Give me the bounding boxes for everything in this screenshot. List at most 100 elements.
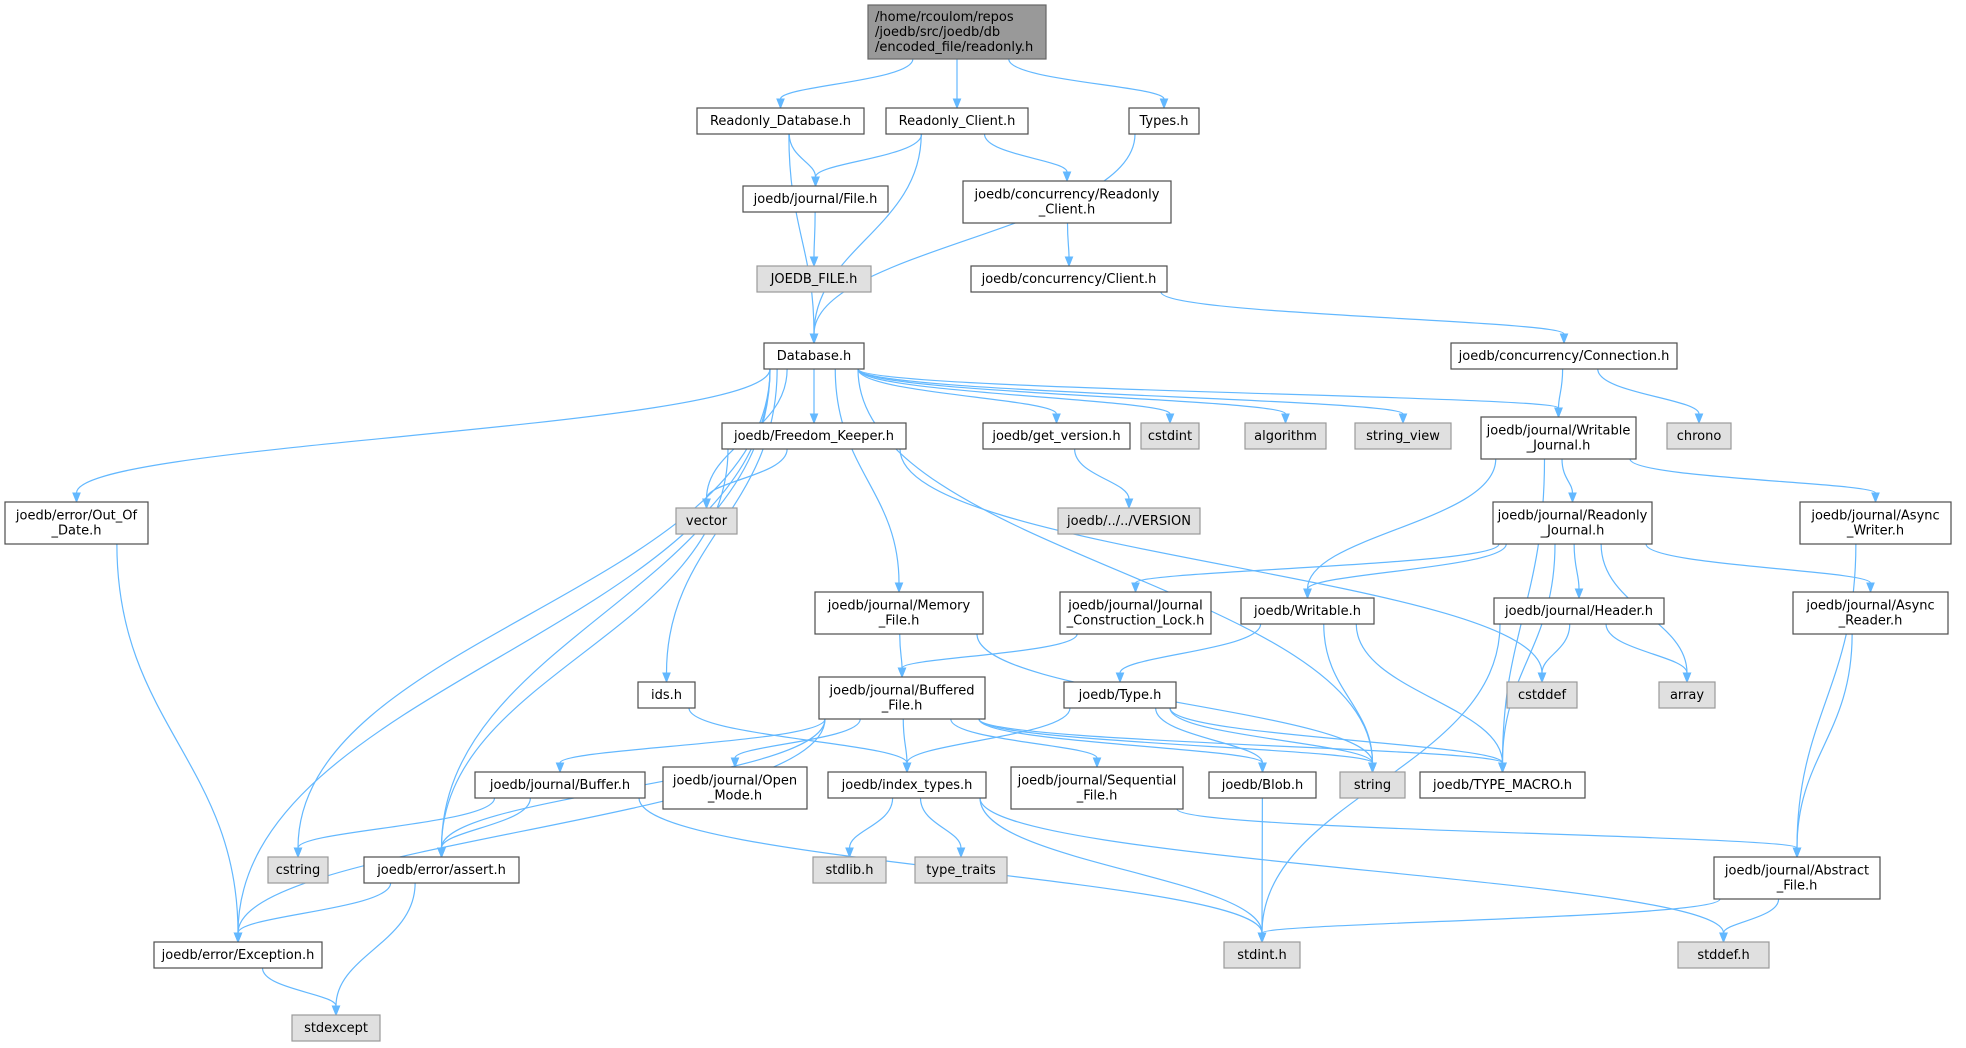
edge-database-to-get-version <box>857 368 1061 425</box>
node-index-types[interactable]: joedb/index_types.h <box>827 771 987 799</box>
edge-writable-journal-to-writable <box>1303 458 1497 600</box>
node-label: cstdint <box>1148 429 1192 444</box>
node-readonly-journal[interactable]: joedb/journal/Readonly_Journal.h <box>1492 501 1653 545</box>
node-stddef[interactable]: stddef.h <box>1677 941 1770 969</box>
node-box <box>637 681 696 709</box>
node-journal-construction-lock[interactable]: joedb/journal/Journal_Construction_Lock.… <box>1059 591 1212 635</box>
node-box <box>970 265 1168 293</box>
edge-writable-journal-to-readonly-journal <box>1561 458 1577 504</box>
node-box <box>827 771 987 799</box>
node-box <box>267 856 329 884</box>
node-out-of-date[interactable]: joedb/error/Out_Of_Date.h <box>4 501 149 545</box>
edge-blob-to-stdint <box>1257 797 1267 944</box>
node-writable-journal[interactable]: joedb/journal/Writable_Journal.h <box>1480 416 1637 460</box>
node-readonly-client[interactable]: Readonly_Client.h <box>885 107 1029 135</box>
edge-database-to-cstdint <box>857 368 1175 425</box>
node-ids[interactable]: ids.h <box>637 681 696 709</box>
node-vector[interactable]: vector <box>675 507 738 535</box>
edge-index-types-to-type-traits <box>919 797 966 859</box>
node-writable[interactable]: joedb/Writable.h <box>1240 597 1375 625</box>
node-box <box>1223 941 1301 969</box>
node-box <box>1492 501 1653 545</box>
node-box <box>1450 342 1678 370</box>
node-cstring[interactable]: cstring <box>267 856 329 884</box>
node-assert[interactable]: joedb/error/assert.h <box>363 856 520 884</box>
node-label: JOEDB_FILE.h <box>770 272 858 287</box>
node-box <box>812 856 887 884</box>
edge-sequential-file-to-abstract-file <box>1176 808 1802 859</box>
node-stdexcept[interactable]: stdexcept <box>291 1014 381 1042</box>
node-cstddef[interactable]: cstddef <box>1506 681 1578 709</box>
node-label: string_view <box>1366 429 1440 444</box>
node-label: joedb/error/Out_Of <box>15 509 138 524</box>
node-box <box>1010 766 1184 810</box>
node-box <box>1480 416 1637 460</box>
node-box <box>1799 501 1952 545</box>
edge-readonly-client-to-journal-file <box>811 133 923 188</box>
node-database[interactable]: Database.h <box>763 342 865 370</box>
node-box <box>914 856 1008 884</box>
node-label: stdint.h <box>1237 948 1286 963</box>
node-box <box>1792 591 1949 635</box>
edge-writable-to-type <box>1115 623 1262 684</box>
node-string-view[interactable]: string_view <box>1354 422 1452 450</box>
node-cstdint[interactable]: cstdint <box>1140 422 1200 450</box>
node-label: joedb/journal/Readonly <box>1497 509 1648 524</box>
node-box <box>756 265 872 293</box>
node-algorithm[interactable]: algorithm <box>1244 422 1327 450</box>
node-types[interactable]: Types.h <box>1128 107 1200 135</box>
node-root[interactable]: /home/rcoulom/repos/joedb/src/joedb/db/e… <box>867 4 1047 60</box>
node-label: Types.h <box>1138 114 1188 129</box>
node-joedb-file[interactable]: JOEDB_FILE.h <box>756 265 872 293</box>
node-buffered-file[interactable]: joedb/journal/Buffered_File.h <box>818 676 986 720</box>
node-label: string <box>1354 778 1391 793</box>
node-label: /home/rcoulom/repos <box>875 10 1014 25</box>
node-open-mode[interactable]: joedb/journal/Open_Mode.h <box>662 766 808 810</box>
node-box <box>742 185 889 213</box>
node-exception[interactable]: joedb/error/Exception.h <box>153 941 323 969</box>
node-memory-file[interactable]: joedb/journal/Memory_File.h <box>814 591 984 635</box>
node-label: stdlib.h <box>826 863 874 878</box>
node-readonly-database[interactable]: Readonly_Database.h <box>696 107 865 135</box>
node-label: joedb/journal/Sequential <box>1017 774 1177 789</box>
edge-database-to-memory-file <box>834 368 904 594</box>
node-label: vector <box>686 514 728 529</box>
node-label: joedb/Freedom_Keeper.h <box>733 429 894 444</box>
node-type-traits[interactable]: type_traits <box>914 856 1008 884</box>
node-type[interactable]: joedb/Type.h <box>1063 681 1177 709</box>
node-async-writer[interactable]: joedb/journal/Async_Writer.h <box>1799 501 1952 545</box>
node-array[interactable]: array <box>1658 681 1716 709</box>
edge-async-reader-to-abstract-file <box>1792 633 1853 859</box>
edge-async-writer-to-abstract-file <box>1792 543 1857 859</box>
node-blob[interactable]: joedb/Blob.h <box>1208 771 1317 799</box>
node-buffer[interactable]: joedb/journal/Buffer.h <box>474 771 646 799</box>
node-stdlib[interactable]: stdlib.h <box>812 856 887 884</box>
node-label: joedb/journal/Header.h <box>1504 604 1653 619</box>
node-label: Readonly_Database.h <box>710 114 851 129</box>
node-string[interactable]: string <box>1339 771 1406 799</box>
node-header[interactable]: joedb/journal/Header.h <box>1493 597 1665 625</box>
node-journal-file[interactable]: joedb/journal/File.h <box>742 185 889 213</box>
edge-concurrency-connection-to-chrono <box>1597 368 1704 425</box>
edge-concurrency-readonly-client-to-concurrency-client <box>1064 222 1074 268</box>
node-sequential-file[interactable]: joedb/journal/Sequential_File.h <box>1010 766 1184 810</box>
node-async-reader[interactable]: joedb/journal/Async_Reader.h <box>1792 591 1949 635</box>
node-concurrency-readonly-client[interactable]: joedb/concurrency/Readonly_Client.h <box>962 180 1172 224</box>
node-chrono[interactable]: chrono <box>1666 422 1732 450</box>
edge-index-types-to-stddef <box>979 797 1728 944</box>
node-label: type_traits <box>926 863 996 878</box>
node-get-version[interactable]: joedb/get_version.h <box>982 422 1131 450</box>
node-label: joedb/journal/Async <box>1810 509 1939 524</box>
node-concurrency-client[interactable]: joedb/concurrency/Client.h <box>970 265 1168 293</box>
node-stdint[interactable]: stdint.h <box>1223 941 1301 969</box>
node-version[interactable]: joedb/../../VERSION <box>1057 507 1201 535</box>
node-freedom-keeper[interactable]: joedb/Freedom_Keeper.h <box>721 422 907 450</box>
node-concurrency-connection[interactable]: joedb/concurrency/Connection.h <box>1450 342 1678 370</box>
node-box <box>1240 597 1375 625</box>
node-label: joedb/index_types.h <box>841 778 973 793</box>
node-label: _Client.h <box>1038 203 1096 218</box>
node-type-macro[interactable]: joedb/TYPE_MACRO.h <box>1419 771 1586 799</box>
edge-readonly-journal-to-journal-construction-lock <box>1131 543 1500 594</box>
edge-writable-to-type-macro <box>1355 623 1507 774</box>
node-abstract-file[interactable]: joedb/journal/Abstract_File.h <box>1713 856 1881 900</box>
